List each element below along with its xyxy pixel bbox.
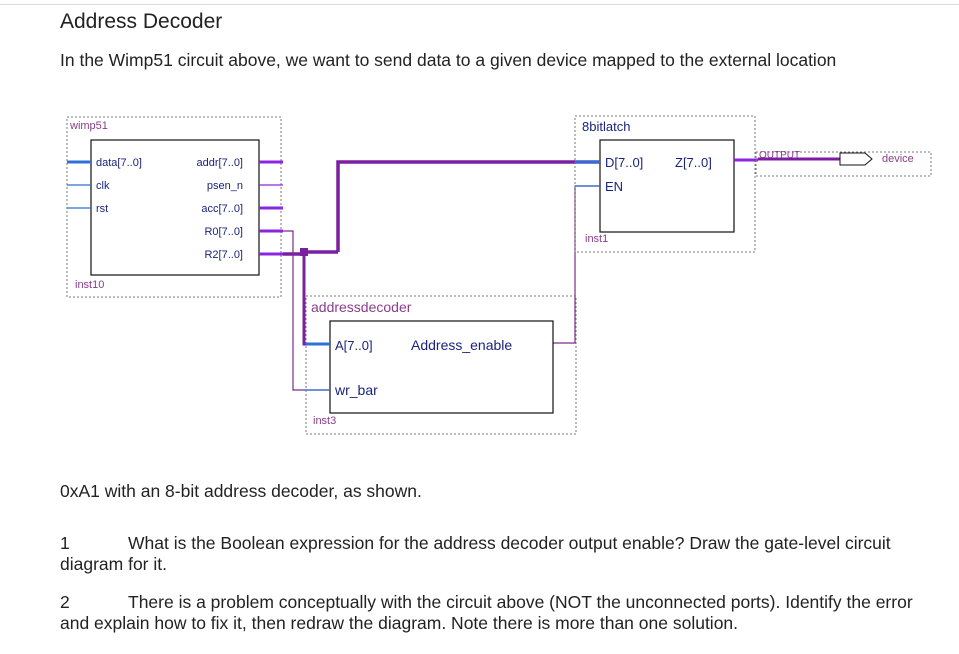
decoder-input-wr-bar: wr_bar [334, 382, 378, 398]
wimp51-input-clk: clk [96, 180, 110, 192]
question-1-text: What is the Boolean expression for the a… [60, 533, 891, 574]
continuation-paragraph: 0xA1 with an 8-bit address decoder, as s… [60, 481, 422, 501]
question-2-number: 2 [60, 592, 70, 612]
decoder-block [329, 320, 554, 414]
wimp51-output-psen: psen_n [207, 180, 243, 192]
output-pin-name: device [882, 153, 914, 165]
top-divider [0, 4, 959, 5]
question-2-text: There is a problem conceptually with the… [60, 592, 913, 633]
data-bus-to-latch [336, 160, 600, 252]
latch-input-d: D[7..0] [605, 155, 643, 170]
intro-paragraph: In the Wimp51 circuit above, we want to … [60, 50, 837, 70]
latch-block [599, 139, 735, 233]
wimp51-input-data: data[7..0] [96, 157, 142, 169]
decoder-block-name: addressdecoder [311, 299, 412, 315]
bus-to-decoder-a [302, 252, 330, 346]
latch-dotted-frame [574, 115, 756, 253]
question-1-number: 1 [60, 533, 70, 553]
wimp51-instance-label: inst10 [75, 279, 104, 291]
wimp51-output-addr: addr[7..0] [197, 157, 243, 169]
latch-output-z: Z[7..0] [675, 155, 712, 170]
wimp51-output-acc: acc[7..0] [201, 203, 243, 215]
output-pin-symbol [839, 152, 873, 166]
decoder-input-a: A[7..0] [335, 338, 373, 353]
wimp51-block [90, 139, 260, 276]
output-pin-dotted-frame [755, 151, 932, 177]
wimp51-output-r0: R0[7..0] [204, 226, 243, 238]
decoder-output-enable: Address_enable [411, 337, 512, 353]
decoder-instance-label: inst3 [313, 415, 336, 427]
latch-input-en: EN [605, 179, 623, 194]
output-pin-type: OUTPUT [759, 150, 800, 161]
latch-block-name: 8bitlatch [582, 119, 630, 134]
latch-instance-label: inst1 [585, 233, 608, 245]
page-title: Address Decoder [60, 10, 223, 33]
bus-junction-dot [300, 248, 308, 256]
wimp51-output-r2: R2[7..0] [204, 249, 243, 261]
wimp51-input-rst: rst [96, 203, 108, 215]
wimp51-block-name: wimp51 [69, 120, 108, 132]
